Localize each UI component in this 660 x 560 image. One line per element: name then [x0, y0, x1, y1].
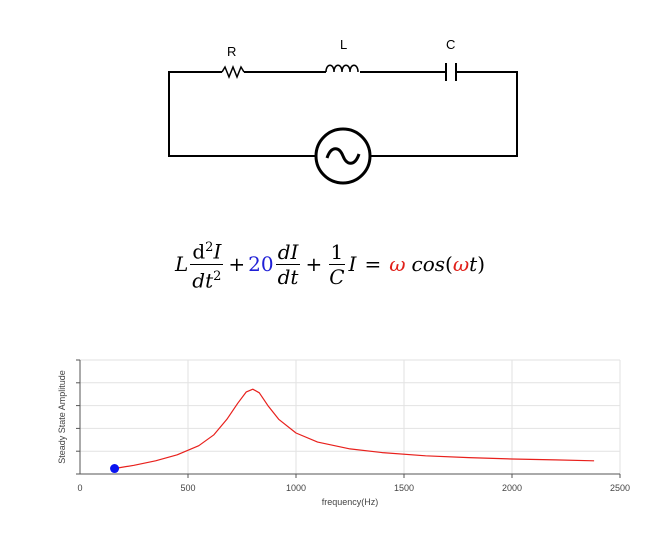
chart-series: [110, 388, 595, 474]
x-tick-label: 0: [77, 483, 82, 493]
eq-open-paren: (: [445, 252, 453, 277]
eq-I-2: I: [348, 252, 357, 277]
chart-ticks: 0 500 1000 1500 2000 2500: [76, 359, 630, 493]
capacitor-label: C: [446, 37, 456, 52]
eq-t: t: [469, 252, 478, 277]
eq-dt-2: dt: [277, 264, 299, 289]
eq-cos: cos: [411, 252, 446, 277]
eq-dt: dt: [192, 268, 214, 293]
eq-square: 2: [205, 240, 214, 255]
rlc-circuit-diagram: [168, 63, 518, 185]
x-axis-label: frequency(Hz): [322, 497, 379, 507]
current-frequency-marker: [110, 464, 120, 474]
resistor-label: R: [227, 44, 237, 59]
chart-grid: [80, 359, 621, 474]
eq-one: 1: [328, 239, 346, 265]
eq-omega-2: ω: [452, 252, 470, 277]
eq-equals: =: [364, 252, 382, 277]
ac-source-icon: [314, 127, 372, 185]
eq-C: C: [329, 264, 345, 289]
x-tick-label: 1500: [394, 483, 414, 493]
amplitude-chart: 0 500 1000 1500 2000 2500 frequency(Hz) Stead…: [57, 359, 630, 507]
x-tick-label: 2500: [610, 483, 630, 493]
eq-plus-1: +: [228, 252, 246, 277]
eq-d: d: [192, 239, 206, 264]
eq-dI: dI: [275, 239, 301, 265]
amplitude-curve: [114, 388, 595, 470]
inductor-label: L: [340, 37, 348, 52]
eq-close-paren: ): [477, 252, 486, 277]
capacitor-symbol: [445, 63, 457, 81]
eq-second-derivative: d2I dt2: [190, 236, 224, 293]
y-axis-label: Steady State Amplitude: [57, 370, 67, 464]
eq-omega: ω: [389, 252, 406, 277]
eq-I: I: [213, 239, 222, 264]
x-tick-label: 500: [180, 483, 195, 493]
eq-L: L: [175, 252, 189, 277]
x-tick-label: 2000: [502, 483, 522, 493]
inductor-symbol: [325, 64, 359, 73]
x-tick-label: 1000: [286, 483, 306, 493]
chart-axes: [79, 360, 620, 475]
eq-inverse-capacitance: 1 C: [327, 240, 346, 289]
resistor-symbol: [221, 64, 245, 80]
eq-plus-2: +: [305, 252, 323, 277]
eq-first-derivative: dI dt: [275, 239, 301, 289]
eq-resistance-coef: 20: [248, 252, 274, 277]
rlc-equation: L d2I dt2 + 20 dI dt + 1 C I = ω cos ( ω…: [175, 236, 486, 293]
